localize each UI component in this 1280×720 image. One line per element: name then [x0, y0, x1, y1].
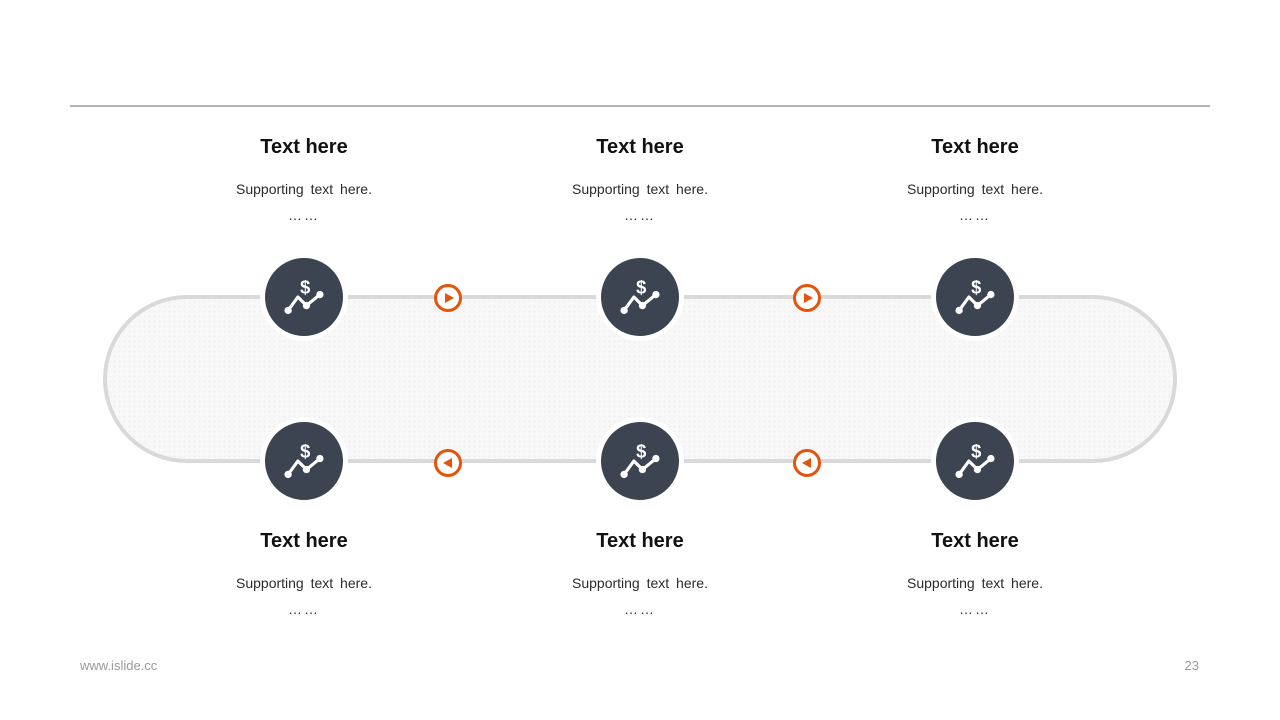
dollar-trend-chart-icon: $ — [284, 440, 324, 479]
step-supporting-text: Supporting text here. — [907, 575, 1043, 591]
step-title: Text here — [260, 136, 348, 158]
process-step-bottom-2: Text here Supporting text here. …… — [490, 528, 790, 618]
node-circle: $ — [596, 253, 684, 341]
step-ellipsis: …… — [624, 207, 656, 223]
step-title: Text here — [931, 136, 1019, 158]
triangle-left — [442, 458, 452, 468]
node-circle: $ — [596, 417, 684, 505]
step-supporting-text: Supporting text here. — [572, 575, 708, 591]
svg-text:$: $ — [636, 276, 646, 297]
process-step-top-2: Text here Supporting text here. …… — [490, 134, 790, 224]
node-circle: $ — [260, 253, 348, 341]
process-step-bottom-3: Text here Supporting text here. …… — [825, 528, 1125, 618]
svg-text:$: $ — [300, 440, 310, 461]
dollar-trend-chart-icon: $ — [620, 276, 660, 315]
triangle-right — [444, 293, 454, 303]
dollar-trend-chart-icon: $ — [955, 276, 995, 315]
footer-website: www.islide.cc — [80, 658, 158, 673]
step-title: Text here — [931, 530, 1019, 552]
process-step-bottom-1: Text here Supporting text here. …… — [154, 528, 454, 618]
step-ellipsis: …… — [959, 601, 991, 617]
play-right-icon — [434, 284, 462, 312]
svg-text:$: $ — [300, 276, 310, 297]
step-supporting-text: Supporting text here. — [236, 181, 372, 197]
step-supporting-text: Supporting text here. — [907, 181, 1043, 197]
step-ellipsis: …… — [959, 207, 991, 223]
top-divider-line — [70, 105, 1210, 107]
play-right-icon — [793, 284, 821, 312]
svg-text:$: $ — [971, 276, 981, 297]
step-title: Text here — [596, 530, 684, 552]
node-circle: $ — [931, 253, 1019, 341]
step-ellipsis: …… — [288, 207, 320, 223]
svg-text:$: $ — [636, 440, 646, 461]
process-step-top-3: Text here Supporting text here. …… — [825, 134, 1125, 224]
step-supporting-text: Supporting text here. — [572, 181, 708, 197]
play-left-icon — [793, 449, 821, 477]
step-supporting-text: Supporting text here. — [236, 575, 372, 591]
triangle-right — [803, 293, 813, 303]
step-title: Text here — [260, 530, 348, 552]
dollar-trend-chart-icon: $ — [620, 440, 660, 479]
process-step-top-1: Text here Supporting text here. …… — [154, 134, 454, 224]
triangle-left — [801, 458, 811, 468]
node-circle: $ — [260, 417, 348, 505]
step-ellipsis: …… — [288, 601, 320, 617]
node-circle: $ — [931, 417, 1019, 505]
dollar-trend-chart-icon: $ — [955, 440, 995, 479]
svg-text:$: $ — [971, 440, 981, 461]
play-left-icon — [434, 449, 462, 477]
step-ellipsis: …… — [624, 601, 656, 617]
step-title: Text here — [596, 136, 684, 158]
dollar-trend-chart-icon: $ — [284, 276, 324, 315]
page-number: 23 — [1184, 658, 1199, 673]
